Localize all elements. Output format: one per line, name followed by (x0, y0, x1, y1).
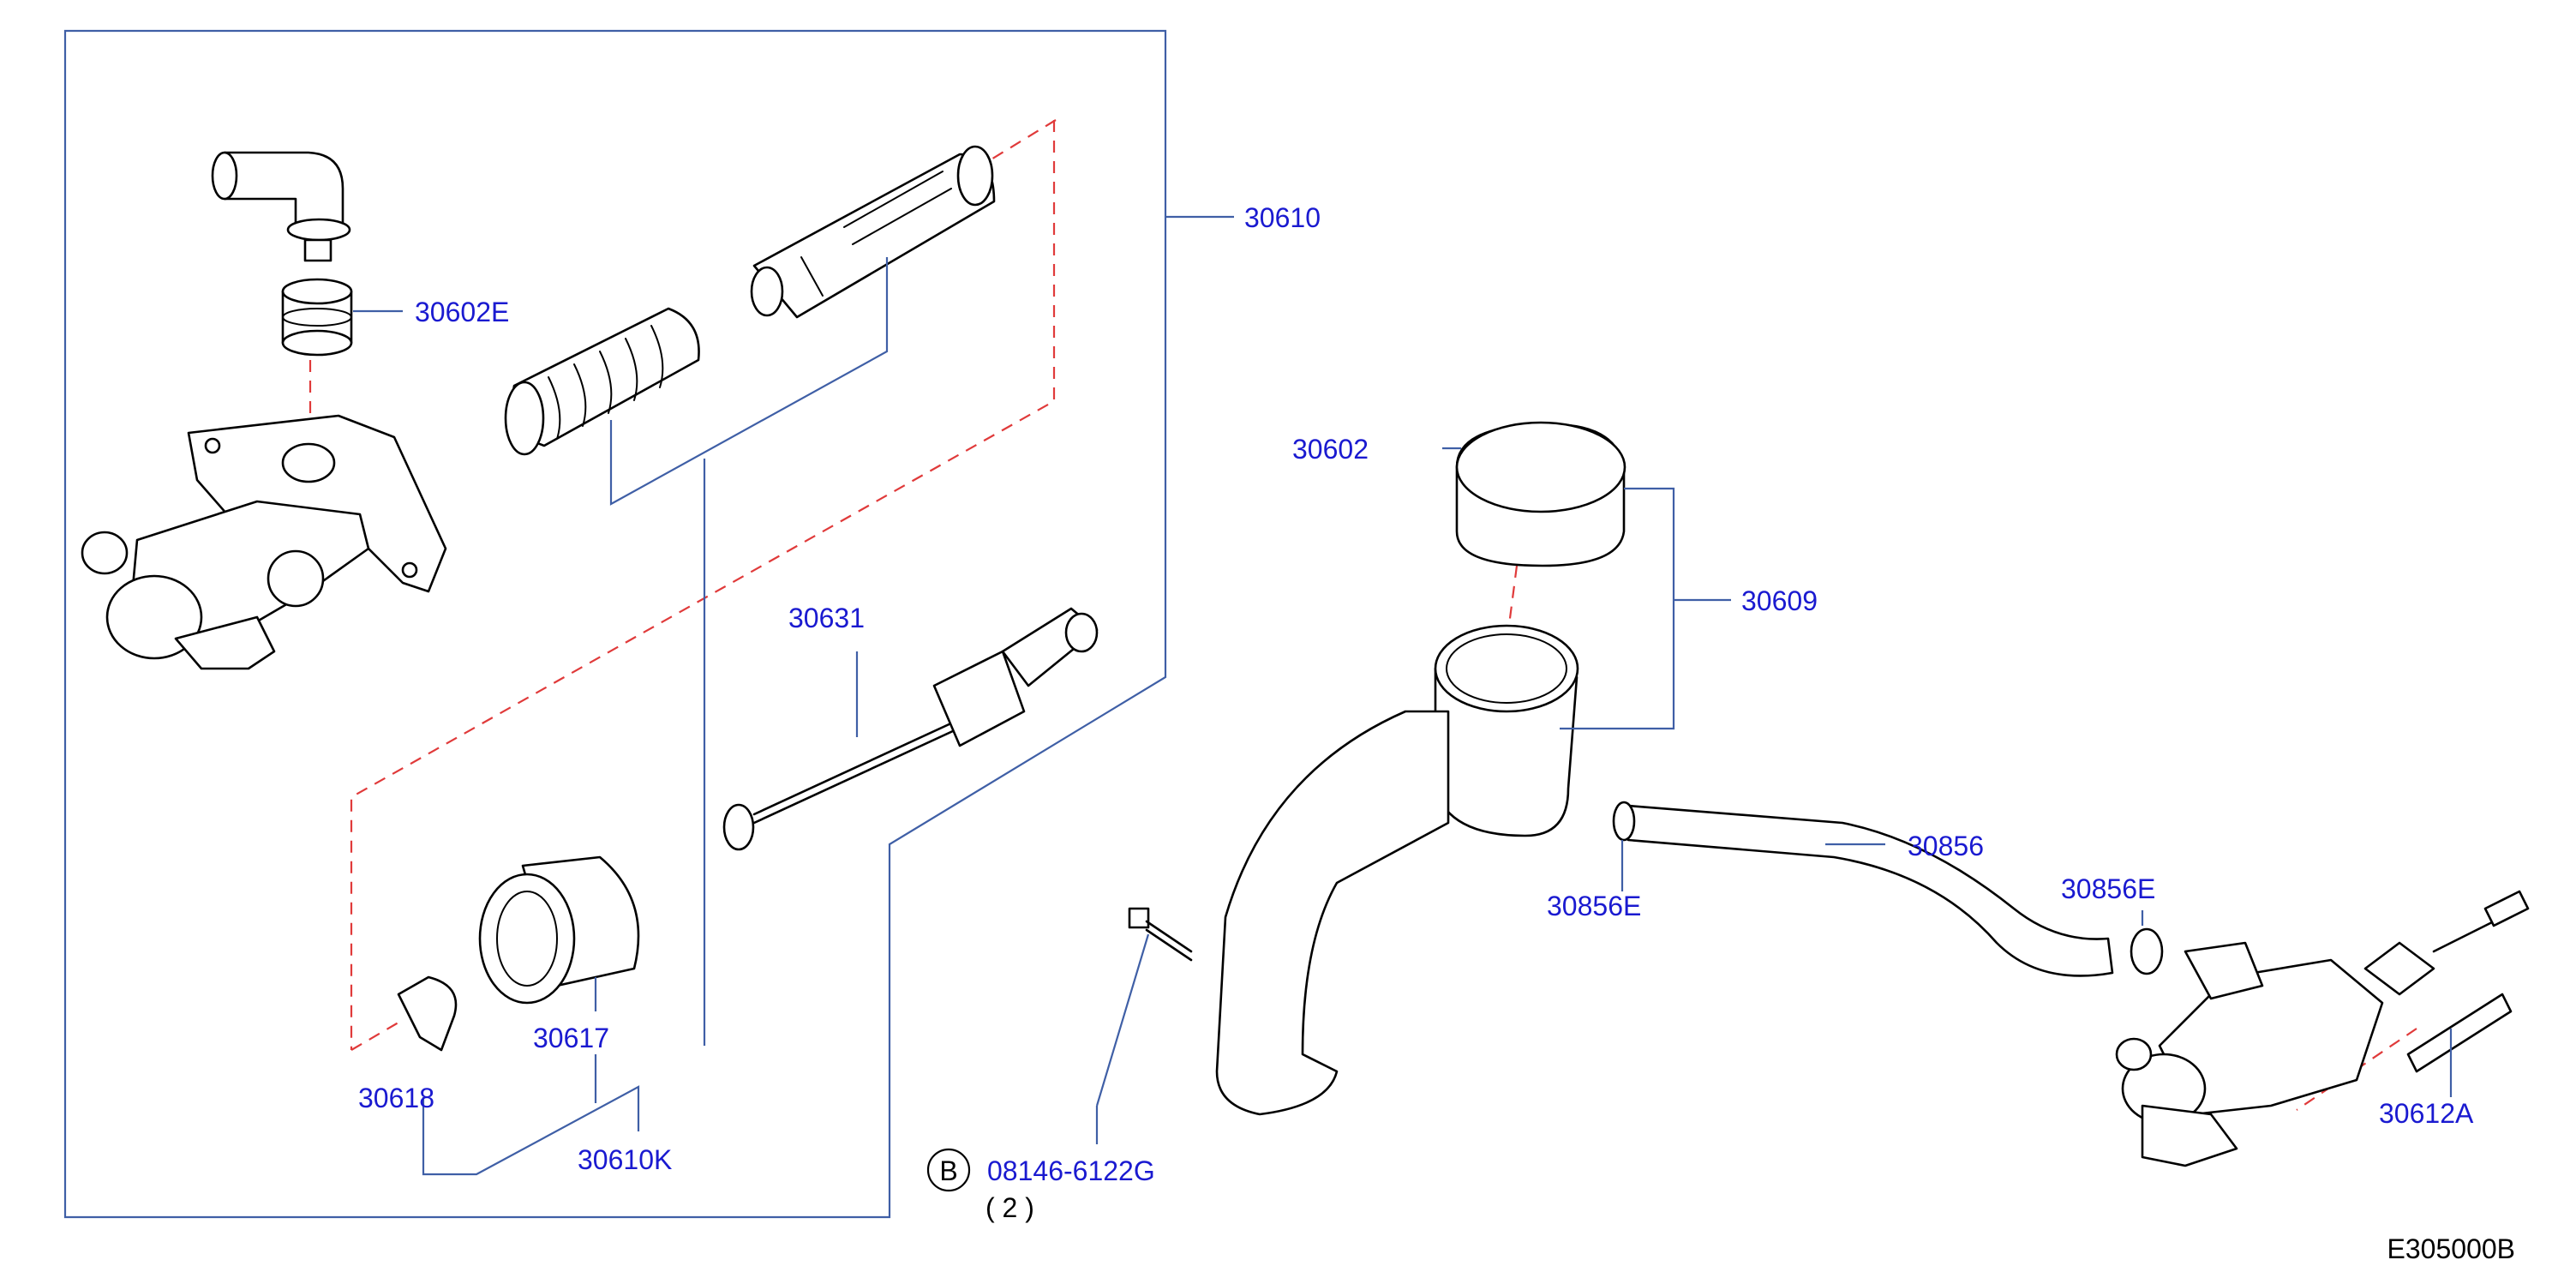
kit-frame-30610 (63, 29, 1167, 1219)
label-30618: 30618 (358, 1083, 434, 1113)
clip-30618 (397, 975, 458, 1052)
dust-boot (504, 307, 700, 456)
hose-clip-30856E-bottom (2130, 927, 2164, 975)
label-30612A: 30612A (2379, 1098, 2474, 1129)
master-cylinder-body (81, 414, 447, 670)
label-30610: 30610 (1244, 202, 1321, 233)
label-30602E: 30602E (415, 297, 509, 327)
mounting-bracket (1215, 710, 1450, 1116)
leader-lines (353, 215, 2453, 1176)
label-30602: 30602 (1292, 434, 1369, 465)
reservoir-cap-30602 (1455, 421, 1626, 567)
push-rod-30631 (722, 607, 1099, 851)
elbow-pipe-30602E (211, 151, 351, 262)
bolt-08146-6122G (1128, 907, 1193, 962)
label-30610K: 30610K (578, 1144, 672, 1175)
bolt-callout: B 08146-6122G ( 2 ) (926, 1148, 1155, 1223)
label-30856E-top: 30856E (1547, 891, 1641, 921)
hose-clip-30856E-top (1612, 801, 1636, 842)
bolt-marker-circle (926, 1148, 971, 1192)
piston (750, 145, 996, 319)
bushing-30617 (478, 855, 640, 1005)
grommet-30602E (281, 278, 353, 357)
master-cylinder-assembly-right (2115, 890, 2530, 1167)
label-bolt-quantity: ( 2 ) (985, 1192, 1034, 1223)
label-30609: 30609 (1741, 585, 1818, 616)
label-30856: 30856 (1908, 831, 1984, 861)
label-30856E-right: 30856E (2061, 873, 2155, 904)
reservoir-30609 (1434, 624, 1579, 837)
bolt-marker-letter: B (939, 1155, 957, 1186)
hose-30856 (1626, 804, 2114, 977)
label-30631: 30631 (788, 603, 865, 633)
label-bolt-part-number: 08146-6122G (987, 1155, 1155, 1186)
label-30617: 30617 (533, 1023, 609, 1053)
diagram-code: E305000B (2387, 1233, 2515, 1264)
